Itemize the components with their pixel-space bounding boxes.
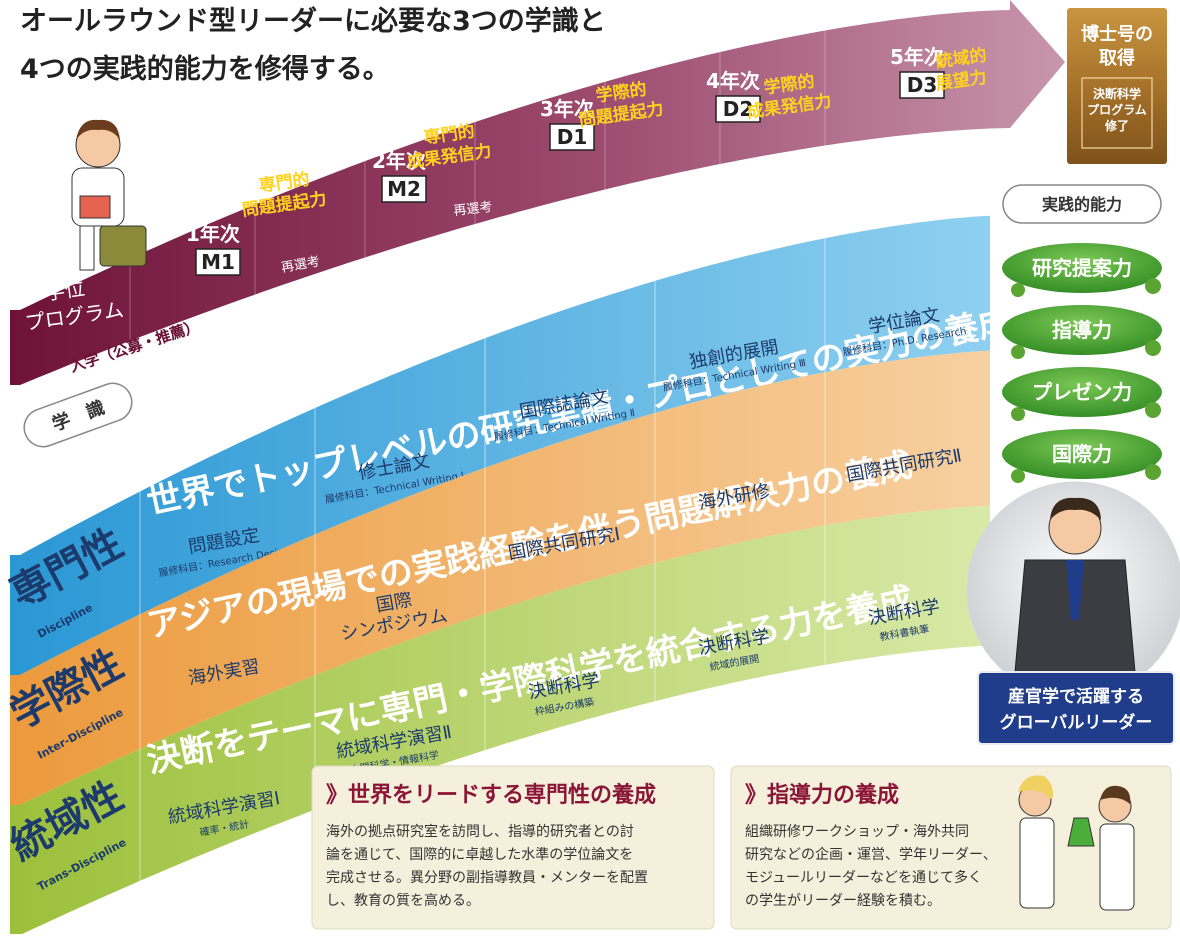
- info-panel-2: 》指導力の養成組織研修ワークショップ・海外共同研究などの企画・運営、学年リーダー…: [730, 765, 1172, 930]
- info-panel-1: 》世界をリードする専門性の養成海外の拠点研究室を訪問し、指導的研究者との討論を通…: [311, 765, 715, 930]
- info-panel-line-2-1: 組織研修ワークショップ・海外共同: [745, 824, 969, 840]
- year-code-3: D1: [557, 125, 588, 149]
- practical-dot-4: [1145, 464, 1161, 480]
- year-code-box-3: [549, 123, 595, 151]
- student-gift: [79, 195, 111, 219]
- doctorate-title-1: 博士号の: [1081, 23, 1153, 45]
- title-line-1: オールラウンド型リーダーに必要な3つの学識と: [20, 5, 606, 37]
- info-panel-line-2-4: の学生がリーダー経験を積む。: [745, 893, 941, 909]
- year-code-1: M1: [201, 250, 235, 274]
- year-label-1: 1年次: [186, 222, 240, 246]
- practical-dot-b-2: [1011, 345, 1025, 359]
- practical-item-2: 指導力: [1052, 318, 1112, 342]
- info-panel-bg-1: [311, 765, 715, 930]
- doctorate-title-2: 取得: [1099, 47, 1135, 69]
- practical-dot-b-3: [1011, 407, 1025, 421]
- gakushiki-pill-bg: [23, 382, 133, 448]
- leader-box-line-1: 産官学で活躍する: [1008, 686, 1144, 707]
- page-title: オールラウンド型リーダーに必要な3つの学識と 4つの実践的能力を修得する。: [20, 5, 606, 85]
- info-panel-line-1-3: 完成させる。異分野の副指導教員・メンターを配置: [326, 870, 648, 886]
- year-code-box-5: [899, 71, 945, 99]
- practical-pill-4: [1002, 429, 1162, 479]
- year-code-5: D3: [907, 73, 938, 97]
- reselection-2: 再選考: [453, 200, 493, 219]
- student-figure: [71, 119, 147, 271]
- practical-label: 実践的能力: [1042, 195, 1122, 214]
- doctorate-sub-2: プログラム: [1087, 102, 1147, 117]
- student-hair: [76, 119, 120, 140]
- year-label-3: 3年次: [540, 97, 594, 121]
- practical-pill-3: [1002, 367, 1162, 417]
- practical-item-1: 研究提案力: [1032, 256, 1132, 280]
- year-code-2: M2: [387, 177, 421, 201]
- band-1-shape: [10, 215, 990, 675]
- info-panel-line-1-4: し、教育の質を高める。: [326, 892, 480, 909]
- doctorate-sub-1: 決断科学: [1093, 86, 1141, 101]
- info-panel-bg-2: [730, 765, 1172, 930]
- flask: [1067, 817, 1095, 847]
- doctorate-inner-frame: [1081, 77, 1153, 149]
- year-code-box-4: [715, 95, 761, 123]
- student-bag: [99, 225, 147, 267]
- practical-label-pill: [1002, 184, 1162, 224]
- leader-figure: [966, 481, 1180, 699]
- practical-dot-b-4: [1011, 469, 1025, 483]
- practical-pill-1: [1002, 243, 1162, 293]
- scientists-figure: [1018, 775, 1135, 911]
- info-panel-line-2-2: 研究などの企画・運営、学年リーダー、: [745, 846, 997, 863]
- main-layer: オールラウンド型リーダーに必要な3つの学識と 4つの実践的能力を修得する。学位 プロ…: [3, 0, 1180, 935]
- info-panel-line-2-3: モジュールリーダーなどを通じて多く: [745, 869, 982, 886]
- program-band-arrow: [10, 0, 1065, 385]
- scientist-a-hair: [1018, 775, 1053, 800]
- reselection-1: 再選考: [280, 254, 321, 276]
- info-panel-title-1: 》世界をリードする専門性の養成: [326, 782, 656, 808]
- practical-pill-2: [1002, 305, 1162, 355]
- scientist-b-hair: [1100, 785, 1131, 804]
- practical-dot-2: [1145, 340, 1161, 356]
- year-code-box-1: [195, 248, 241, 276]
- band-3-shape: [10, 505, 990, 935]
- doctorate-sub-3: 修了: [1104, 118, 1129, 133]
- info-panel-title-2: 》指導力の養成: [745, 782, 899, 808]
- year-label-5: 5年次: [890, 45, 944, 69]
- practical-item-4: 国際力: [1052, 442, 1112, 466]
- year-label-2: 2年次: [372, 149, 426, 173]
- practical-dot-b-1: [1011, 283, 1025, 297]
- student-leg: [79, 225, 95, 271]
- info-panel-line-1-1: 海外の拠点研究室を訪問し、指導的研究者との討: [326, 823, 634, 840]
- year-code-4: D2: [723, 97, 754, 121]
- gakushiki-pill: 学 識: [23, 382, 133, 448]
- band-2-shape: [10, 350, 990, 805]
- scientist-b-coat: [1099, 823, 1135, 911]
- leader-box-line-2: グローバルリーダー: [1000, 712, 1153, 733]
- title-line-2: 4つの実践的能力を修得する。: [20, 53, 390, 85]
- program-label-1: 学位: [43, 276, 86, 305]
- year-label-4: 4年次: [706, 69, 760, 93]
- leader-tie: [1066, 560, 1084, 620]
- practical-dot-1: [1145, 278, 1161, 294]
- practical-item-3: プレゼン力: [1032, 380, 1132, 404]
- year-code-box-2: [381, 175, 427, 203]
- leader-hair: [1050, 497, 1101, 520]
- leader-box-bg: [977, 671, 1175, 745]
- doctorate-box-bg: [1067, 8, 1167, 164]
- info-panel-line-1-2: 論を通じて、国際的に卓越した水準の学位論文を: [326, 847, 633, 863]
- practical-dot-3: [1145, 402, 1161, 418]
- scientist-a-coat: [1019, 817, 1055, 909]
